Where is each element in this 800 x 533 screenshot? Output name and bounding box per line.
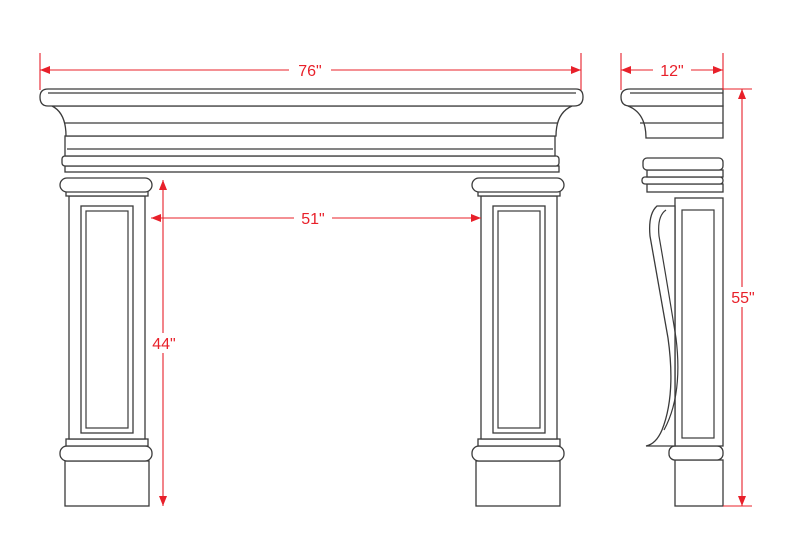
side-band-2	[646, 169, 724, 178]
opening-height-label-bg	[147, 333, 181, 353]
overall-height-label-bg	[726, 287, 760, 307]
cornice	[39, 88, 584, 137]
opening-width-label: 51"	[301, 211, 324, 228]
frieze-band	[64, 135, 556, 157]
overall-width-label-bg	[289, 61, 331, 79]
left-pillar-base-fillet	[65, 438, 149, 447]
left-pillar-base-torus	[59, 445, 153, 462]
side-bead-2	[642, 157, 724, 171]
opening-width-arrow-right	[471, 214, 481, 222]
overall-height-label: 55"	[731, 290, 754, 307]
frieze-bead	[61, 155, 560, 167]
opening-height-arrow-bottom	[159, 496, 167, 506]
overall-height-arrow-bottom	[738, 496, 746, 506]
side-body	[674, 197, 724, 447]
left-pillar-panel-inner	[85, 210, 129, 429]
overall-height-arrow-top	[738, 89, 746, 99]
right-pillar-plinth	[475, 460, 561, 507]
right-pillar-cap-torus	[471, 177, 565, 193]
depth-label: 12"	[660, 63, 683, 80]
side-band-1	[646, 183, 724, 193]
overall-width-label: 76"	[298, 63, 321, 80]
overall-width-dimension: 76"	[39, 53, 582, 90]
opening-width-arrow-left	[151, 214, 161, 222]
cornice-cove	[51, 105, 573, 137]
opening-height-arrow-top	[159, 180, 167, 190]
depth-arrow-right	[713, 66, 723, 74]
side-base-torus	[668, 445, 724, 461]
depth-label-bg	[653, 61, 691, 79]
left-pillar-plinth	[64, 460, 150, 507]
right-pillar	[471, 177, 565, 507]
left-pillar-cap-torus	[59, 177, 153, 193]
overall-height-dimension: 55"	[723, 88, 760, 507]
depth-dimension: 12"	[620, 53, 724, 90]
side-plinth	[674, 459, 724, 507]
opening-width-label-bg	[294, 209, 332, 227]
depth-arrow-left	[621, 66, 631, 74]
frieze	[61, 135, 560, 173]
opening-height-dimension: 44"	[147, 180, 181, 506]
frieze-lower-band	[64, 165, 560, 173]
side-view	[620, 88, 724, 507]
left-pillar	[59, 177, 153, 507]
side-cornice-cove	[627, 105, 724, 139]
side-corbel-inner	[658, 209, 679, 431]
side-corbel	[645, 205, 676, 447]
side-bead-1	[641, 176, 724, 185]
front-view	[39, 88, 584, 507]
opening-height-label: 44"	[152, 336, 175, 353]
right-pillar-panel-inner	[497, 210, 541, 429]
overall-width-arrow-right	[571, 66, 581, 74]
right-pillar-base-torus	[471, 445, 565, 462]
left-pillar-panel	[80, 205, 134, 434]
right-pillar-panel	[492, 205, 546, 434]
overall-width-arrow-left	[40, 66, 50, 74]
side-panel	[681, 209, 715, 439]
side-cornice-shelf	[620, 88, 724, 107]
cornice-shelf	[39, 88, 584, 107]
opening-width-dimension: 51"	[151, 209, 481, 228]
right-pillar-base-fillet	[477, 438, 561, 447]
